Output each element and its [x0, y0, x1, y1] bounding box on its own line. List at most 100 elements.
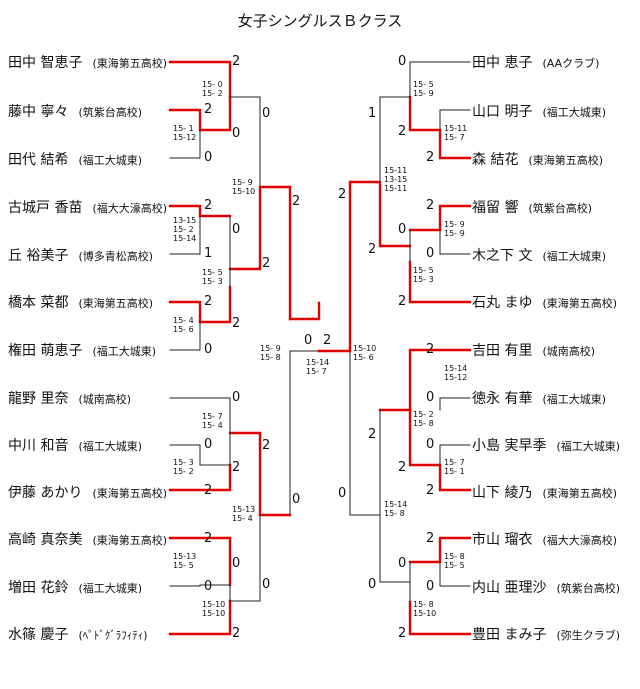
bracket-line — [169, 397, 231, 434]
score: 2 — [204, 483, 213, 498]
score: 2 — [232, 626, 241, 641]
score: 2 — [426, 531, 435, 546]
player-name: 藤中 寧々 — [8, 104, 69, 120]
player-name: 小島 実早季 — [472, 438, 547, 454]
score: 2 — [398, 460, 407, 475]
game-scores: 15- 5 15- 3 — [202, 268, 223, 286]
player-name: 伊藤 あかり — [8, 485, 83, 501]
bracket-line — [168, 536, 232, 587]
player-name: 橋本 菜都 — [8, 295, 69, 311]
right-player-1: 田中 恵子 (AAクラブ) — [472, 52, 599, 72]
bracket-line — [169, 584, 231, 587]
player-name: 中川 和音 — [8, 438, 69, 454]
player-name: 内山 亜理沙 — [472, 580, 547, 596]
game-scores: 15-10 15- 6 — [353, 344, 377, 362]
score: 2 — [398, 124, 407, 139]
player-name: 徳永 有華 — [472, 391, 533, 407]
game-scores: 15- 9 15- 8 — [260, 344, 281, 362]
bracket-line — [168, 60, 232, 99]
score: 2 — [262, 256, 271, 271]
score: 0 — [262, 106, 271, 121]
left-player-5: 丘 裕美子(博多青松高校) — [8, 245, 153, 265]
bracket-line — [288, 301, 321, 321]
player-team: (福工大城東) — [542, 393, 607, 406]
left-player-4: 古城戸 香苗(福大大濠高校) — [8, 197, 167, 217]
player-team: (東海第五高校) — [92, 534, 168, 547]
right-player-5: 木之下 文(福工大城東) — [472, 245, 606, 265]
score: 0 — [292, 492, 301, 507]
game-scores: 15- 5 15- 3 — [413, 266, 434, 284]
score: 1 — [368, 106, 377, 121]
player-name: 豊田 まみ子 — [472, 627, 547, 643]
game-scores: 15- 4 15- 6 — [173, 316, 194, 334]
score: 0 — [204, 150, 213, 165]
bracket-line — [349, 350, 381, 516]
score: 2 — [204, 531, 213, 546]
right-player-6: 石丸 まゆ(東海第五高校) — [472, 292, 617, 312]
game-scores: 15-14 15-12 — [444, 364, 468, 382]
game-scores: 15-13 15- 4 — [232, 505, 256, 523]
final-score-right: 2 — [323, 333, 332, 348]
game-scores: 15- 3 15- 2 — [173, 458, 194, 476]
left-player-12: 増田 花鈴(福工大城東) — [8, 577, 142, 597]
score: 0 — [398, 222, 407, 237]
score: 0 — [368, 577, 377, 592]
player-team: (筑紫台高校) — [78, 106, 143, 119]
right-player-8: 徳永 有華 (福工大城東) — [472, 388, 606, 408]
bracket-line — [439, 397, 471, 411]
bracket-line — [168, 204, 232, 218]
score: 0 — [426, 246, 435, 261]
bracket-line — [379, 96, 411, 183]
player-name: 田中 恵子 — [472, 55, 533, 71]
score: 2 — [368, 427, 377, 442]
player-team: (東海第五高校) — [528, 154, 604, 167]
player-team: (東海第五高校) — [78, 297, 154, 310]
game-scores: 15- 7 15- 1 — [444, 458, 465, 476]
game-scores: 15-11 15- 7 — [444, 124, 468, 142]
player-name: 山下 綾乃 — [472, 485, 533, 501]
score: 0 — [338, 486, 347, 501]
bracket-line — [289, 350, 320, 516]
score: 0 — [204, 342, 213, 357]
score: 2 — [204, 294, 213, 309]
right-player-9: 小島 実早季 (福工大城東) — [472, 435, 620, 455]
player-team: (筑紫台高校) — [556, 582, 621, 595]
score: 0 — [204, 579, 213, 594]
game-scores: 15- 9 15- 9 — [444, 220, 465, 238]
game-scores: 15-13 15- 5 — [173, 552, 197, 570]
score: 2 — [398, 626, 407, 641]
player-name: 丘 裕美子 — [8, 248, 69, 264]
bracket-line — [408, 204, 472, 232]
bracket-line — [439, 229, 471, 255]
score: 2 — [426, 198, 435, 213]
player-name: 吉田 有里 — [472, 343, 533, 359]
right-player-2: 山口 明子(福工大城東) — [472, 101, 606, 121]
right-player-11: 市山 瑠衣(福大大濠高校) — [472, 529, 617, 549]
player-name: 木之下 文 — [472, 248, 533, 264]
score: 2 — [232, 54, 241, 69]
score: 0 — [426, 390, 435, 405]
game-scores: 15- 0 15- 2 — [202, 80, 223, 98]
bracket-line — [439, 109, 471, 131]
player-team: (筑紫台高校) — [528, 202, 593, 215]
player-name: 福留 響 — [472, 200, 519, 216]
game-scores: 15- 2 15- 8 — [413, 410, 434, 428]
left-player-10: 伊藤 あかり(東海第五高校) — [8, 482, 167, 502]
score: 0 — [232, 222, 241, 237]
final-score-left: 0 — [304, 333, 313, 348]
bracket-line — [229, 96, 261, 188]
score: 2 — [338, 187, 347, 202]
bracket-line — [379, 409, 411, 583]
score: 0 — [398, 556, 407, 571]
bracket-line — [408, 260, 472, 304]
score: 0 — [204, 437, 213, 452]
player-team: (AAクラブ) — [542, 57, 600, 70]
game-scores: 15- 9 15-10 — [232, 178, 256, 196]
game-scores: 13-15 15- 2 15-14 — [173, 216, 197, 243]
player-team: (福工大城東) — [556, 440, 621, 453]
left-player-1: 田中 智恵子(東海第五高校) — [8, 52, 167, 72]
bracket-line — [168, 463, 232, 492]
player-team: (福大大濠高校) — [92, 202, 168, 215]
game-scores: 15-14 15- 8 — [384, 500, 408, 518]
